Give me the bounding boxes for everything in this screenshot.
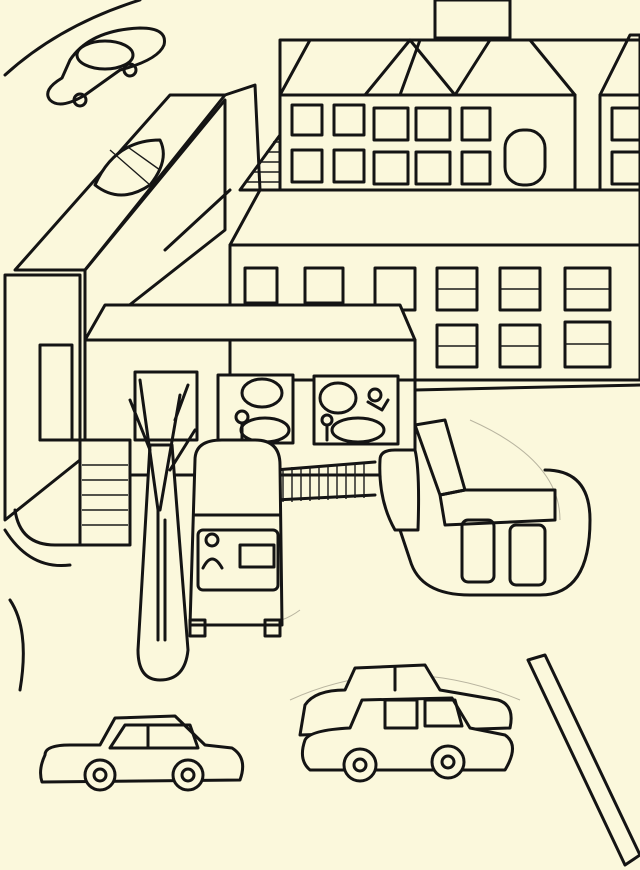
car-top-left bbox=[48, 28, 165, 106]
pole-bottom-right bbox=[528, 655, 640, 865]
picket-fence bbox=[275, 462, 375, 502]
road-lines bbox=[5, 0, 640, 690]
car-lower-left bbox=[41, 716, 243, 790]
car-lower-front bbox=[302, 698, 512, 781]
brick-wall-with-windows bbox=[85, 305, 415, 475]
van-with-driver bbox=[190, 440, 282, 636]
row-of-houses bbox=[280, 0, 640, 190]
staircase-lower bbox=[15, 440, 130, 545]
long-brick-building bbox=[230, 190, 640, 380]
wheelie-bins bbox=[380, 450, 545, 585]
right-low-wall bbox=[415, 420, 555, 525]
bare-tree bbox=[130, 380, 195, 680]
